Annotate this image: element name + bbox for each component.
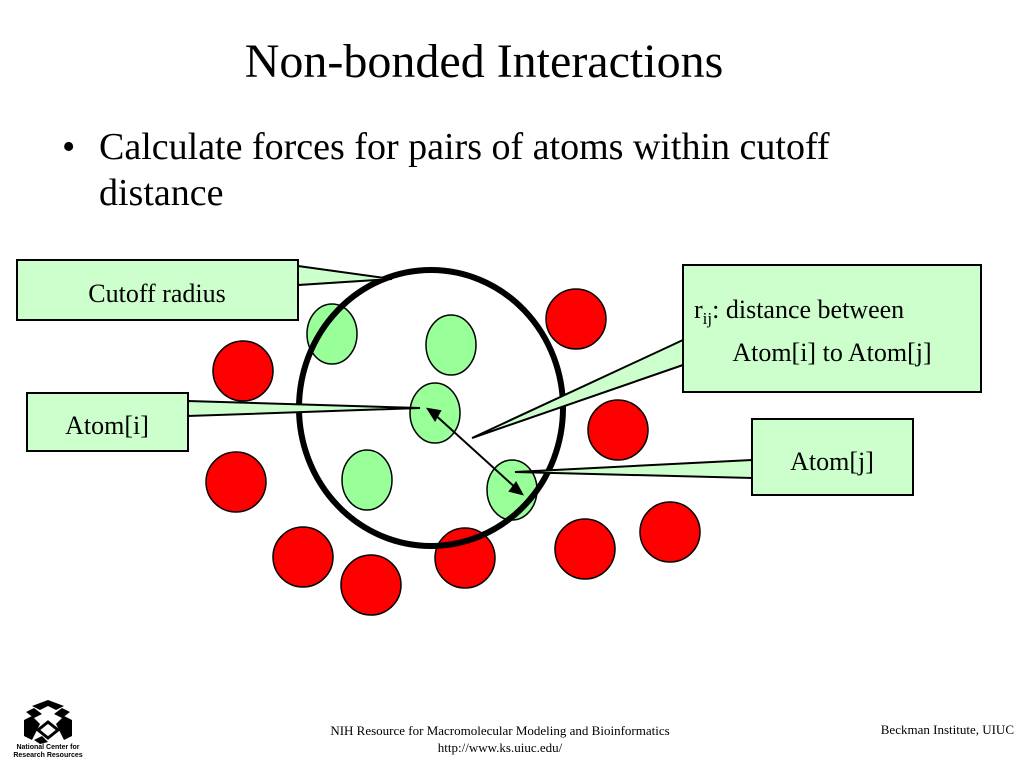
rij-symbol: r: [694, 295, 703, 324]
footer-resource-name: NIH Resource for Macromolecular Modeling…: [330, 723, 670, 738]
rij-callout-label-line2: Atom[i] to Atom[j]: [732, 338, 931, 367]
inside-atom: [341, 449, 393, 511]
rij-callout-box: [682, 264, 982, 393]
atom-i-callout-pointer: [187, 399, 421, 418]
ncrr-logo-text: National Center for Research Resources: [10, 744, 86, 760]
distance-arrow: [425, 407, 524, 496]
atom-i-callout-label: Atom[i]: [65, 411, 149, 440]
ncrr-logo-icon: [24, 700, 72, 744]
outside-atom: [212, 340, 274, 402]
rij-subscript: ij: [703, 309, 712, 328]
footer-institute: Beckman Institute, UIUC: [880, 722, 1014, 737]
footer-url-link[interactable]: http://www.ks.uiuc.edu/: [437, 740, 563, 755]
atom-j-callout-box: [751, 418, 914, 496]
rij-description: : distance between: [712, 295, 904, 324]
outside-atom: [545, 288, 607, 350]
atom-i-callout-box: [26, 392, 189, 452]
rij-callout-pointer: [471, 338, 684, 439]
outside-atom: [272, 526, 334, 588]
logo-line-1: National Center for: [16, 744, 80, 751]
outside-atom: [554, 518, 616, 580]
outside-atoms: [205, 288, 701, 616]
inside-atom: [306, 303, 358, 365]
outside-atom: [587, 399, 649, 461]
logo-line-2: Research Resources: [13, 752, 83, 759]
outside-atom: [205, 451, 267, 513]
inside-atoms: [306, 303, 538, 521]
outside-atom: [434, 527, 496, 589]
bullet-text: Calculate forces for pairs of atoms with…: [99, 126, 830, 214]
outside-atom: [639, 501, 701, 563]
cutoff-diagram: Cutoff radius Atom[i] rij: distance betw…: [16, 259, 982, 616]
bullet-dot: •: [62, 126, 76, 168]
rij-callout-label: rij: distance between: [694, 295, 904, 328]
cutoff-callout-label: Cutoff radius: [88, 279, 225, 308]
outside-atom: [340, 554, 402, 616]
inside-atom: [425, 314, 477, 376]
slide-title: Non-bonded Interactions: [244, 35, 724, 88]
footer-center: NIH Resource for Macromolecular Modeling…: [250, 722, 750, 756]
atom-j-callout-label: Atom[j]: [790, 447, 874, 476]
cutoff-callout-box: [16, 259, 299, 321]
